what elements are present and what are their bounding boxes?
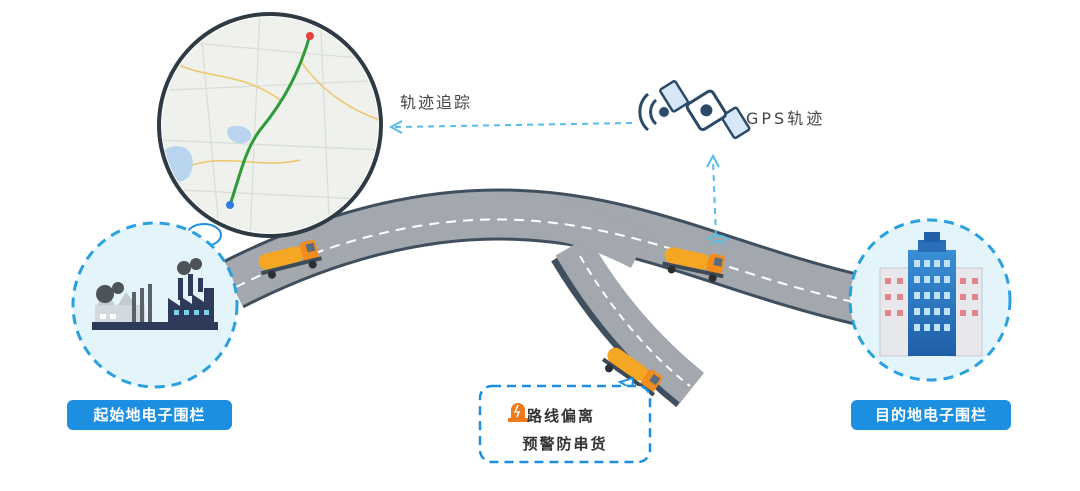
city-buildings-icon <box>879 232 983 357</box>
road-network <box>220 188 866 408</box>
signal-waves-small-icon <box>706 234 730 245</box>
start-fence <box>71 221 239 389</box>
destination-fence-label: 目的地电子围栏 <box>851 400 1011 430</box>
truck-to-satellite-arrow <box>712 159 717 237</box>
alarm-light-icon <box>508 403 528 422</box>
start-fence-label: 起始地电子围栏 <box>67 400 232 430</box>
branch-road-lane-dash <box>579 255 691 387</box>
map-route-line <box>228 34 312 206</box>
track-map-bubble <box>157 12 383 238</box>
gps-to-map-arrow <box>394 122 633 128</box>
signal-waves-icon <box>638 92 658 132</box>
tanker-truck-icon-2 <box>662 247 725 283</box>
main-road-lane-dash <box>235 218 859 304</box>
factory-icon <box>92 258 218 330</box>
deviation-line1: 路线偏离 <box>527 407 596 425</box>
tanker-truck-icon-1 <box>258 239 322 279</box>
gps-track-label: GPS轨迹 <box>746 109 826 128</box>
track-follow-label: 轨迹追踪 <box>400 93 473 112</box>
satellite-icon <box>659 80 751 140</box>
route-map-icon <box>162 17 378 233</box>
branch-road <box>555 236 704 403</box>
deviation-line2: 预警防串货 <box>522 435 608 453</box>
destination-fence <box>848 218 1012 382</box>
